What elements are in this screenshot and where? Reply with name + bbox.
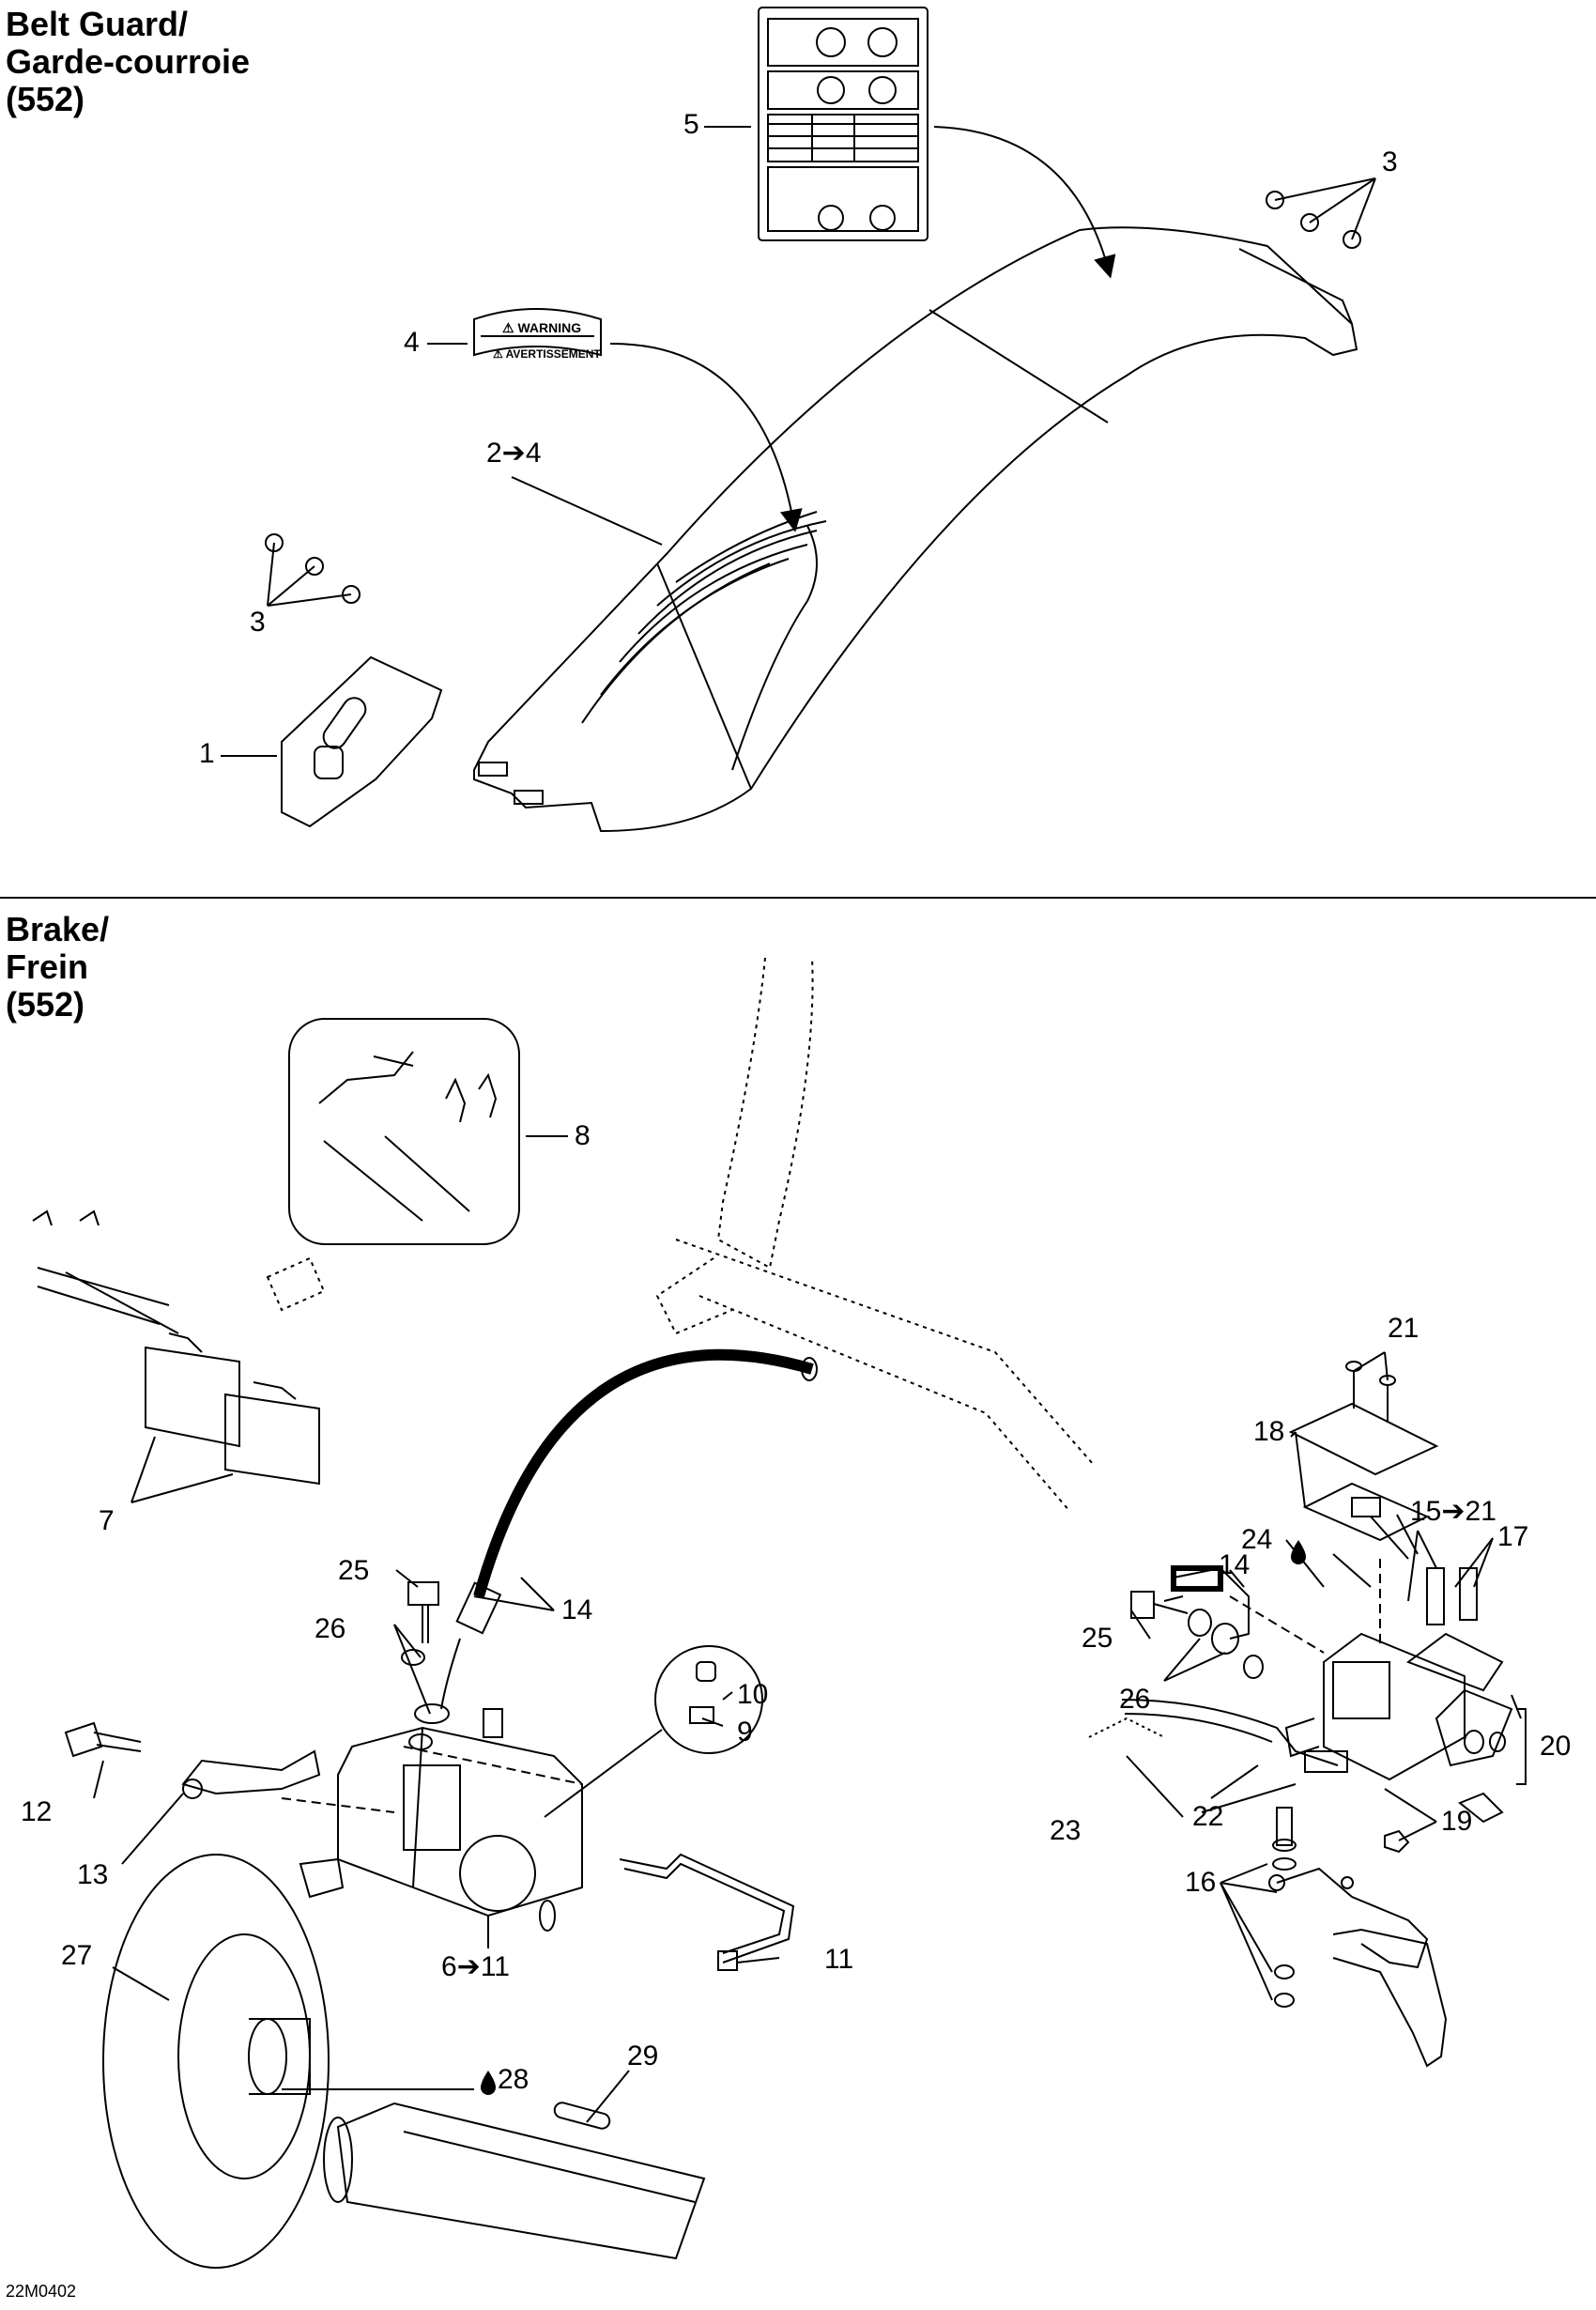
callout-26-left: 26: [315, 1613, 346, 1644]
diagram-code: 22M0402: [6, 2282, 77, 2301]
belt-guard-title-en: Belt Guard/: [6, 5, 189, 43]
callout-25-right: 25: [1082, 1623, 1113, 1654]
shaft-key: [553, 2102, 611, 2130]
belt-guard-section-title: Belt Guard/ Garde-courroie (552): [6, 6, 250, 118]
callout-1: 1: [199, 738, 215, 769]
belt-guard-bracket: [281, 655, 443, 828]
hose-fitting-master: [1171, 1565, 1250, 1640]
brake-section-title: Brake/ Frein (552): [6, 911, 109, 1024]
belt-guard-cover: [473, 226, 1358, 833]
pad-kit-box: [288, 1018, 520, 1245]
brake-lever: [1268, 1807, 1448, 2068]
bleeder-detail-circle: [544, 1645, 763, 1818]
callout-8: 8: [575, 1120, 591, 1151]
callout-18: 18: [1253, 1416, 1285, 1447]
callout-2-to-4: 2➔4: [486, 438, 542, 469]
hose-fitting-caliper: [408, 1581, 502, 1750]
belt-guard-model: (552): [6, 80, 85, 118]
callout-16: 16: [1185, 1867, 1217, 1898]
callout-22: 22: [1192, 1801, 1224, 1832]
banjo-bolt-right: [1130, 1591, 1264, 1679]
callout-3-upper: 3: [1382, 146, 1398, 177]
brake-pads: [145, 1332, 320, 1486]
brake-caliper: [299, 1708, 583, 1932]
callout-25-left: 25: [338, 1555, 370, 1586]
callout-3-lower: 3: [250, 607, 266, 638]
callout-7: 7: [99, 1505, 115, 1536]
callout-6-to-11: 6➔11: [441, 1951, 510, 1982]
decal-info-label: [758, 7, 928, 241]
callout-14-right: 14: [1219, 1549, 1251, 1580]
callout-28: 28: [498, 2064, 529, 2095]
callout-11: 11: [824, 1944, 854, 1975]
section-divider: [0, 897, 1596, 899]
banjo-bolt-left: [401, 1581, 439, 1666]
brake-title-fr: Frein: [6, 947, 89, 986]
belt-guard-nuts-upper: [1266, 191, 1361, 249]
brake-disc: [102, 1854, 330, 2269]
callout-29: 29: [627, 2040, 659, 2071]
lever-nut: [1384, 1829, 1410, 1854]
callout-10: 10: [737, 1679, 769, 1710]
caliper-mount-bolt: [64, 1721, 142, 1758]
callout-27: 27: [61, 1940, 93, 1971]
brake-line: [619, 1853, 795, 1971]
caliper-bracket: [181, 1749, 321, 1799]
callout-13: 13: [77, 1859, 109, 1890]
pad-pins-clips: [32, 1209, 326, 1334]
callout-12: 12: [21, 1796, 53, 1827]
callout-17: 17: [1497, 1521, 1529, 1552]
hose-end-cap: [801, 1357, 818, 1381]
brake-title-en: Brake/: [6, 910, 110, 948]
decal-avertissement-text: ⚠ AVERTISSEMENT: [493, 347, 601, 361]
lubricant-drop-icon-2: [481, 2071, 496, 2095]
cover-screws: [1345, 1361, 1396, 1423]
callout-21: 21: [1388, 1313, 1420, 1344]
callout-5: 5: [683, 109, 699, 140]
callout-14-left: 14: [561, 1594, 593, 1625]
lubricant-drop-icon: [1291, 1540, 1306, 1564]
callout-15-to-21: 15➔21: [1410, 1496, 1496, 1527]
callout-9: 9: [737, 1717, 753, 1748]
lever-pivot-parts: [1458, 1730, 1506, 1824]
callout-24: 24: [1241, 1524, 1273, 1555]
brake-hose: [473, 1348, 814, 1598]
handlebar-dotted-outline: [655, 957, 1095, 1513]
callout-4: 4: [404, 327, 420, 358]
callout-19: 19: [1441, 1806, 1473, 1837]
brake-model: (552): [6, 985, 85, 1024]
reservoir-cover: [1288, 1402, 1439, 1542]
callout-26-right: 26: [1119, 1684, 1151, 1715]
master-cylinder: [1284, 1632, 1513, 1781]
belt-guard-title-fr: Garde-courroie: [6, 42, 251, 81]
callout-23: 23: [1050, 1815, 1082, 1846]
drive-shaft: [323, 2102, 706, 2260]
callout-20: 20: [1540, 1731, 1572, 1762]
master-piston: [1088, 1699, 1348, 1773]
decal-warning-text: ⚠ WARNING: [502, 320, 582, 335]
decal-warning-label: [473, 308, 602, 357]
